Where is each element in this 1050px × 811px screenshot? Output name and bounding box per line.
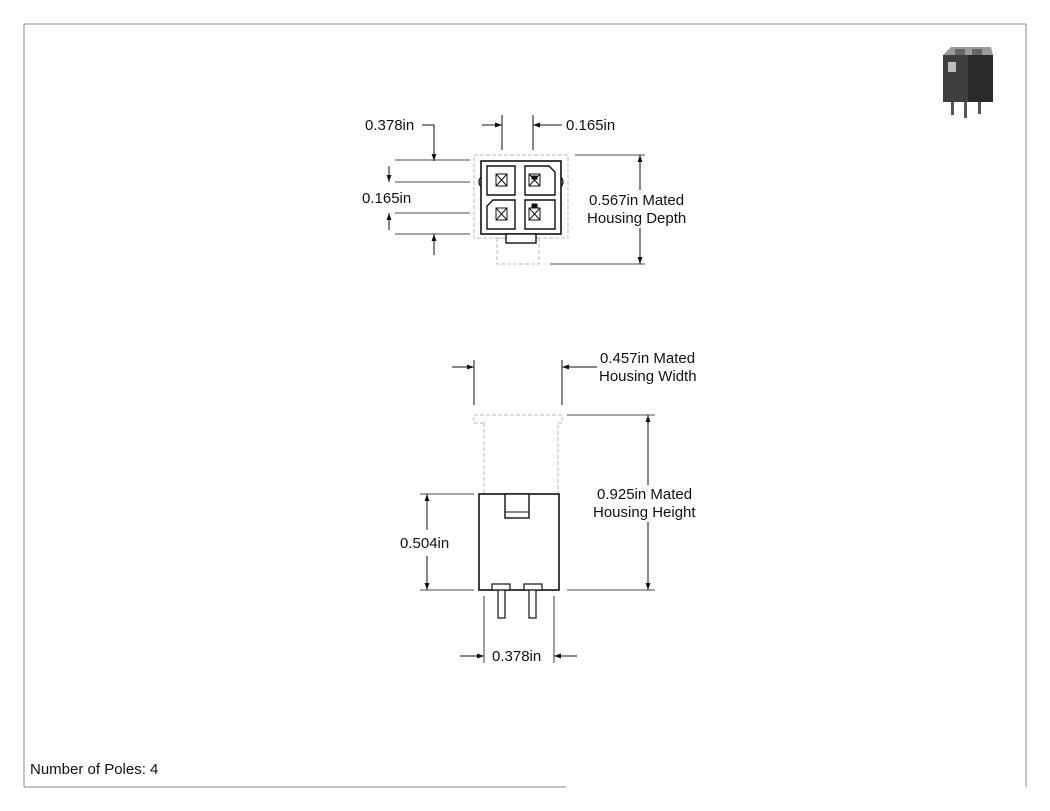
side-view-dimension-labels: 0.457in Mated Housing Width 0.925in Mate… <box>400 350 697 665</box>
dim-top-offset: 0.165in <box>566 117 615 134</box>
dim-width-line2: Housing Width <box>599 368 697 385</box>
dim-depth-line1: 0.567in Mated <box>589 192 684 209</box>
dim-body-height: 0.504in <box>400 535 449 552</box>
dim-top-pitch: 0.378in <box>365 117 414 134</box>
sheet-border <box>23 23 1027 788</box>
side-view-housing <box>473 414 563 619</box>
connector-3d-thumbnail <box>943 47 993 118</box>
dim-height-line1: 0.925in Mated <box>597 486 692 503</box>
top-view-dimension-lines <box>386 115 645 265</box>
dim-body-width: 0.378in <box>492 648 541 665</box>
dim-depth-line2: Housing Depth <box>587 210 686 227</box>
top-view-dimension-labels: 0.378in 0.165in 0.165in 0.567in Mated Ho… <box>362 117 686 227</box>
dim-width-line1: 0.457in Mated <box>600 350 695 367</box>
side-view-dimension-lines <box>420 360 655 663</box>
dim-left-offset: 0.165in <box>362 190 411 207</box>
dim-height-line2: Housing Height <box>593 504 696 521</box>
poles-count-label: Number of Poles: 4 <box>30 761 159 778</box>
top-view-housing <box>473 154 569 265</box>
